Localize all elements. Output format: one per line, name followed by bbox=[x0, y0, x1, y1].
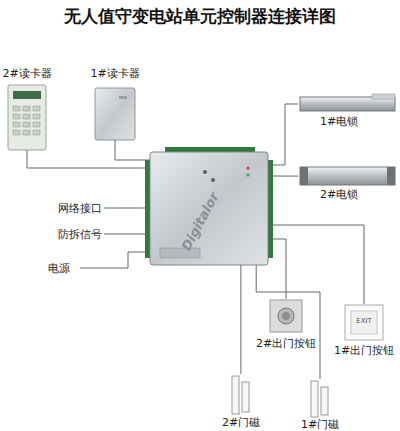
device-label: 2#门磁 bbox=[222, 416, 260, 429]
device-label: 1#读卡器 bbox=[90, 67, 139, 80]
wire-connector bbox=[27, 150, 150, 168]
door-sensor bbox=[232, 376, 328, 417]
wire-connector bbox=[268, 104, 298, 165]
controller-board bbox=[145, 147, 273, 265]
device-node: 1#出门按钮EXIT bbox=[338, 304, 390, 358]
device-label: 1#电锁 bbox=[320, 115, 358, 128]
exit-button bbox=[345, 305, 383, 340]
magnetic-lock bbox=[300, 167, 395, 185]
signal-label: 电源 bbox=[48, 262, 70, 275]
device-label: 1#门磁 bbox=[301, 418, 339, 431]
wire-connector bbox=[268, 225, 364, 304]
wire-connector bbox=[268, 239, 286, 299]
device-label: 2#电锁 bbox=[320, 188, 358, 201]
device-label: 1#出门按钮 bbox=[334, 344, 394, 357]
device-label: 2#出门按钮 bbox=[256, 337, 316, 350]
diagram-title: 无人值守变电站单元控制器连接详图 bbox=[0, 5, 400, 27]
device-node: 2#读卡器 bbox=[4, 67, 50, 150]
signal-label: 网络接口 bbox=[58, 202, 102, 215]
device-node: Digitalor bbox=[150, 152, 268, 265]
device-node: 1#门磁 bbox=[303, 379, 337, 430]
keypad-reader bbox=[8, 85, 46, 150]
device-node: 2#电锁 bbox=[298, 165, 396, 202]
wire-connector bbox=[115, 140, 150, 160]
device-label: Digitalor bbox=[178, 190, 221, 253]
device-node: 1#读卡器 bbox=[88, 67, 142, 140]
device-marking: EXIT bbox=[356, 317, 372, 326]
signal-label: 防拆信号 bbox=[58, 228, 102, 241]
card-reader bbox=[95, 88, 135, 140]
wire-connector bbox=[240, 265, 241, 374]
strike-lock bbox=[300, 94, 395, 111]
wire-connector bbox=[256, 265, 320, 379]
device-node: 1#电锁 bbox=[298, 95, 396, 131]
device-node: 2#出门按钮 bbox=[262, 299, 310, 352]
exit-button bbox=[270, 300, 302, 332]
device-node: 2#门磁 bbox=[224, 374, 258, 430]
device-label: 2#读卡器 bbox=[2, 67, 51, 80]
wire-connector bbox=[268, 176, 298, 177]
